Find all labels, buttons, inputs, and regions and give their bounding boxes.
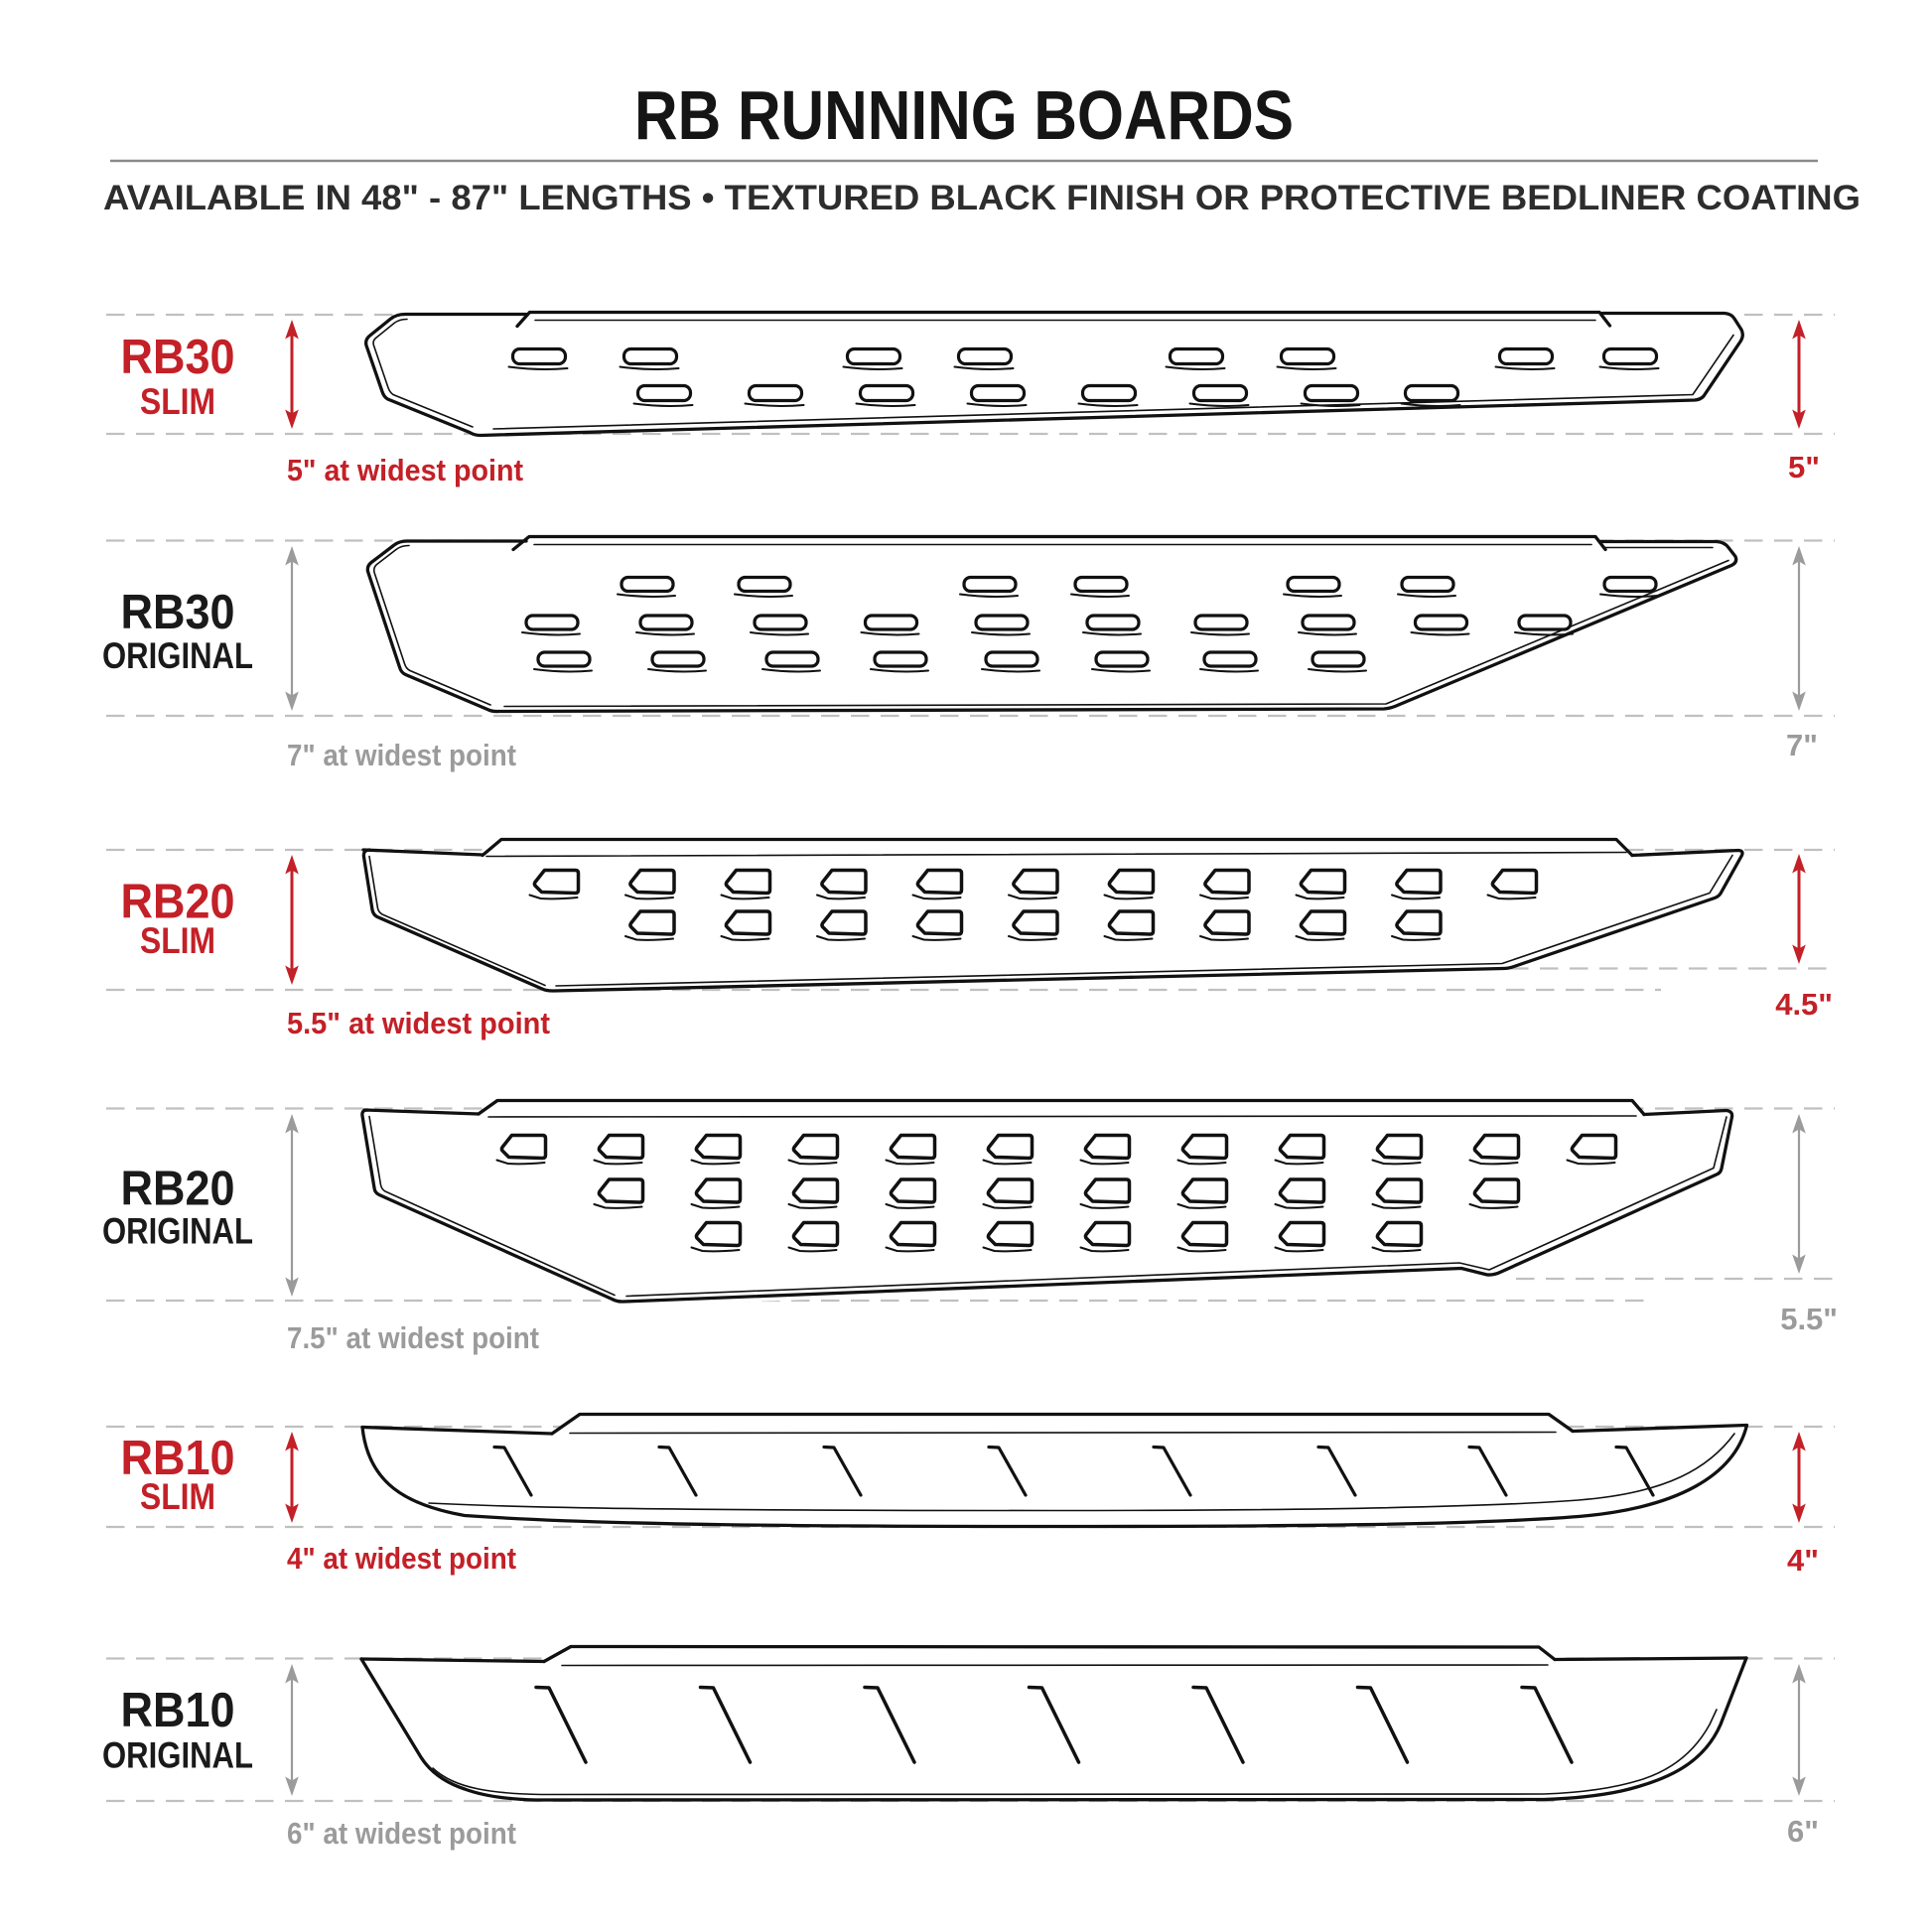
svg-text:SLIM: SLIM bbox=[140, 381, 215, 422]
svg-text:5.5": 5.5" bbox=[1780, 1302, 1838, 1336]
svg-text:7": 7" bbox=[1786, 728, 1818, 762]
svg-text:5.5" at widest point: 5.5" at widest point bbox=[287, 1006, 550, 1040]
svg-text:RB10: RB10 bbox=[121, 1684, 235, 1737]
svg-text:6": 6" bbox=[1787, 1814, 1819, 1849]
svg-text:RB20: RB20 bbox=[121, 876, 235, 929]
svg-text:RB10: RB10 bbox=[121, 1432, 235, 1485]
svg-text:RB20: RB20 bbox=[121, 1163, 235, 1216]
svg-text:RB RUNNING BOARDS: RB RUNNING BOARDS bbox=[634, 76, 1294, 154]
svg-text:4" at widest point: 4" at widest point bbox=[287, 1541, 516, 1576]
svg-text:ORIGINAL: ORIGINAL bbox=[102, 1735, 253, 1776]
svg-text:AVAILABLE IN 48" - 87" LENGTHS: AVAILABLE IN 48" - 87" LENGTHS • TEXTURE… bbox=[103, 178, 1861, 217]
svg-text:ORIGINAL: ORIGINAL bbox=[102, 1211, 253, 1252]
svg-text:7.5" at widest point: 7.5" at widest point bbox=[287, 1320, 539, 1355]
svg-text:7" at widest point: 7" at widest point bbox=[287, 738, 516, 772]
svg-text:5": 5" bbox=[1788, 450, 1820, 484]
svg-text:6" at widest point: 6" at widest point bbox=[287, 1816, 516, 1851]
svg-text:SLIM: SLIM bbox=[140, 1476, 215, 1517]
svg-text:ORIGINAL: ORIGINAL bbox=[102, 635, 253, 676]
svg-text:4": 4" bbox=[1787, 1543, 1819, 1578]
svg-text:SLIM: SLIM bbox=[140, 920, 215, 961]
svg-text:RB30: RB30 bbox=[121, 331, 235, 384]
svg-text:RB30: RB30 bbox=[121, 586, 235, 639]
svg-text:5" at widest point: 5" at widest point bbox=[287, 453, 523, 487]
svg-text:4.5": 4.5" bbox=[1775, 987, 1833, 1022]
